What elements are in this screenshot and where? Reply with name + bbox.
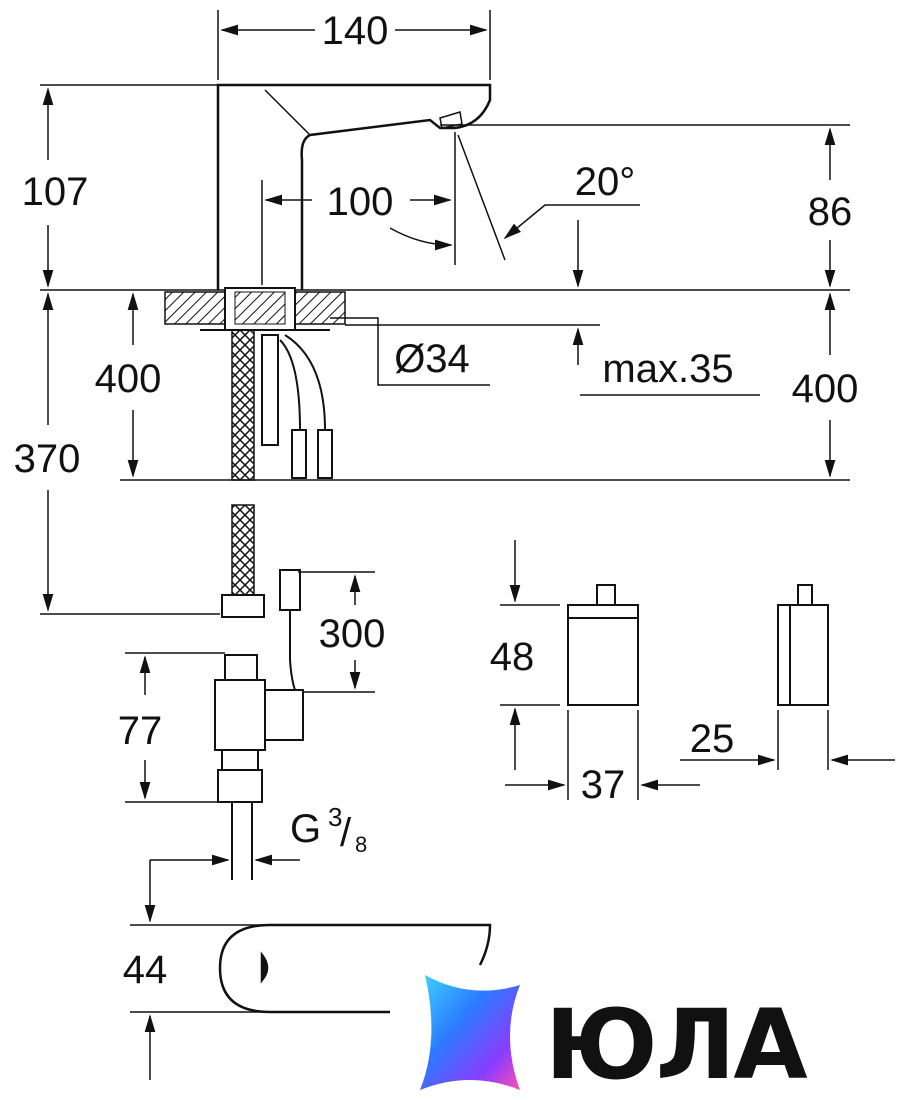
thread-slash: / bbox=[340, 811, 352, 855]
dimension-lines bbox=[42, 10, 895, 1080]
dim-valve-height: 77 bbox=[118, 709, 163, 753]
base-plan bbox=[218, 923, 492, 1014]
dim-spout-width: 140 bbox=[322, 9, 389, 53]
dim-base-height: 44 bbox=[123, 948, 168, 992]
brand-star-icon bbox=[420, 975, 520, 1090]
solenoid-valve bbox=[214, 569, 304, 880]
thread-main: G bbox=[290, 807, 321, 851]
dim-sensor-width: 37 bbox=[581, 763, 626, 807]
dim-spray-angle: 20° bbox=[575, 160, 636, 204]
dim-outlet-height: 86 bbox=[808, 190, 853, 234]
deck-section bbox=[164, 287, 346, 331]
dim-hole-diameter: Ø34 bbox=[394, 337, 470, 381]
dim-sensor-depth: 25 bbox=[690, 717, 735, 761]
dim-cable-length: 300 bbox=[319, 612, 386, 656]
dim-hose-length: 370 bbox=[14, 437, 81, 481]
faucet-body bbox=[216, 83, 492, 290]
dim-deck-depth-right: 400 bbox=[792, 367, 859, 411]
brand-logo: ЮЛА bbox=[420, 975, 809, 1100]
dim-spout-height: 107 bbox=[22, 170, 89, 214]
dim-deck-depth-left: 400 bbox=[95, 357, 162, 401]
dim-deck-thickness: max.35 bbox=[602, 347, 733, 391]
supply-hose bbox=[221, 329, 279, 618]
brand-name: ЮЛА bbox=[545, 989, 807, 1100]
dim-thread: G 3 / 8 bbox=[290, 802, 367, 857]
sensor-box-side bbox=[777, 584, 829, 706]
sensor-box-front bbox=[567, 584, 639, 706]
thread-denominator: 8 bbox=[355, 832, 367, 857]
sensor-cables bbox=[279, 334, 333, 479]
dim-sensor-height: 48 bbox=[490, 635, 535, 679]
spray-lines bbox=[454, 132, 506, 265]
dim-spout-reach: 100 bbox=[327, 180, 394, 224]
thread-numerator: 3 bbox=[328, 802, 342, 832]
